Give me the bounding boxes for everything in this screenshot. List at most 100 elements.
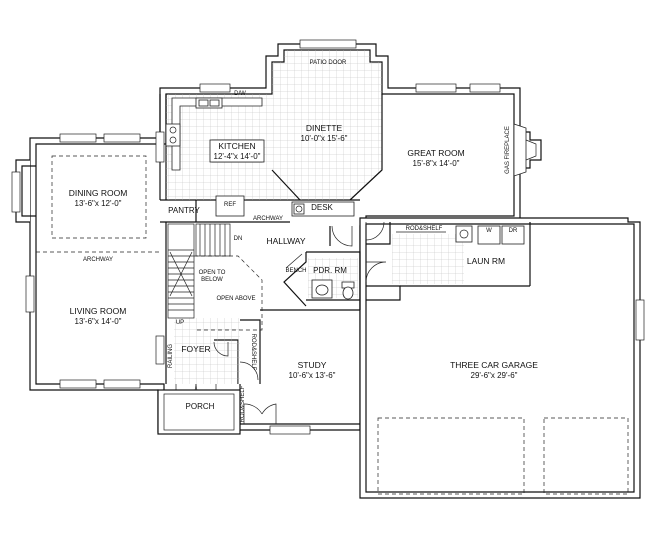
garage-doors	[377, 417, 629, 495]
dinette-size: 10'-0"x 15'-6"	[301, 134, 348, 143]
desk-sink	[293, 203, 305, 215]
patio-door-window	[299, 39, 357, 49]
powder-door	[285, 253, 303, 269]
window-living-west	[25, 275, 35, 313]
room-labels: DINING ROOM 13'-6"x 12'-0" LIVING ROOM 1…	[69, 123, 539, 411]
foyer-name: FOYER	[181, 344, 210, 354]
powder-wall	[306, 251, 361, 310]
staircase	[167, 223, 231, 319]
railing-note: RAILING	[168, 344, 174, 368]
great-room-name: GREAT ROOM	[407, 148, 464, 158]
study-door-left	[243, 403, 263, 424]
dining-bumpout-inner	[21, 165, 36, 217]
study-name: STUDY	[298, 360, 327, 370]
porch-inner	[163, 393, 235, 431]
desk-counter	[291, 201, 355, 217]
gas-fireplace	[513, 123, 537, 177]
window-kitchen-north	[199, 83, 231, 93]
refrigerator-space	[215, 195, 245, 217]
window-great-north-2	[469, 83, 501, 93]
laundry-garage-door	[365, 221, 385, 241]
window-study-south	[269, 425, 311, 435]
plan-notes: PATIO DOOR GAS FIREPLACE ARCHWAY ARCHWAY…	[83, 60, 518, 422]
kitchen-name: KITCHEN	[218, 141, 255, 151]
laundry-door	[365, 261, 387, 283]
laundry-entry-wall	[366, 222, 391, 245]
laundry-fixtures	[396, 225, 525, 245]
open-above-note: OPEN ABOVE	[216, 296, 255, 302]
fireplace-hearth	[513, 123, 527, 177]
refrigerator-note: REF	[224, 202, 236, 208]
laundry-name: LAUN RM	[467, 256, 505, 266]
tile-floors	[166, 50, 464, 384]
study-rod-shelf-note: ROD&SHELF	[240, 385, 246, 422]
powder-room-name: PDR. RM	[313, 266, 347, 275]
dishwasher-note: D/W	[234, 91, 246, 97]
study-door-right	[261, 403, 277, 424]
stair-upper-run	[195, 223, 231, 257]
dining-room-size: 13'-6"x 12'-0"	[75, 199, 122, 208]
sink-bowl-right	[209, 99, 220, 107]
range-burner-2	[169, 136, 177, 144]
kitchen-dinette-tile	[166, 50, 382, 200]
windows	[11, 39, 645, 435]
window-great-north	[415, 83, 457, 93]
garage-name: THREE CAR GARAGE	[450, 360, 538, 370]
great-room-size: 15'-8"x 14'-0"	[413, 159, 460, 168]
study-closet-wall	[240, 319, 261, 384]
window-foyer-west	[155, 335, 165, 365]
study-size: 10'-6"x 13'-6"	[289, 371, 336, 380]
porch-slab	[157, 389, 241, 435]
pantry-name: PANTRY	[168, 206, 200, 215]
toilet-bowl	[342, 286, 354, 300]
window-dining-east	[155, 131, 165, 163]
powder-angled-wall	[283, 252, 307, 307]
stair-up-note: UP	[176, 320, 184, 326]
garage-door-double	[377, 417, 525, 495]
stair-break-line-2	[169, 251, 193, 297]
dryer	[501, 225, 525, 245]
window-dining-north	[59, 133, 97, 143]
powder-sink	[315, 284, 329, 296]
foyer-rod-shelf-note: ROD&SHELF	[250, 334, 256, 371]
window-living-south	[59, 379, 97, 389]
study-closet-door	[239, 361, 259, 381]
porch	[157, 389, 241, 435]
laundry-tub	[455, 225, 473, 243]
living-room-size: 13'-6"x 14'-0"	[75, 317, 122, 326]
stair-upper-treads	[199, 224, 226, 256]
garage-door-single	[543, 417, 629, 495]
hallway-name: HALLWAY	[266, 236, 305, 246]
stair-lower-treads	[168, 249, 194, 311]
range-burner-1	[169, 126, 177, 134]
gas-fireplace-note: GAS FIREPLACE	[505, 126, 511, 174]
kitchen-dinette-edge	[271, 169, 301, 201]
washer	[477, 225, 501, 245]
dinette-name: DINETTE	[306, 123, 343, 133]
kitchen-label-box	[209, 139, 265, 163]
garage-outline	[359, 217, 641, 499]
kitchen-counter	[171, 97, 263, 171]
dining-room-name: DINING ROOM	[69, 188, 128, 198]
open-to-below-note-line1: OPEN TO	[199, 270, 226, 276]
archway-dining-note: ARCHWAY	[83, 257, 113, 263]
kitchen-size: 12'-4"x 14'-0"	[214, 152, 261, 161]
patio-door-note: PATIO DOOR	[310, 60, 347, 66]
laundry-rod-shelf-note: ROD&SHELF	[406, 226, 443, 232]
stair-lower-run	[167, 223, 195, 319]
laundry-tile	[392, 234, 464, 284]
archway-hall-note: ARCHWAY	[253, 216, 283, 222]
window-dining-bay	[11, 171, 21, 213]
living-room-name: LIVING ROOM	[70, 306, 127, 316]
desk-name: DESK	[311, 203, 333, 212]
foyer-tile	[174, 318, 240, 384]
garage-size: 29'-6"x 29'-6"	[471, 371, 518, 380]
laundry-tub-drain	[459, 229, 469, 239]
window-dining-north-2	[103, 133, 141, 143]
laundry-bottom-wall	[366, 285, 401, 301]
powder-fixtures	[311, 279, 355, 300]
fireplace-box	[525, 139, 537, 161]
dryer-note: DR	[509, 228, 518, 234]
open-to-below-note: BELOW	[201, 277, 223, 283]
